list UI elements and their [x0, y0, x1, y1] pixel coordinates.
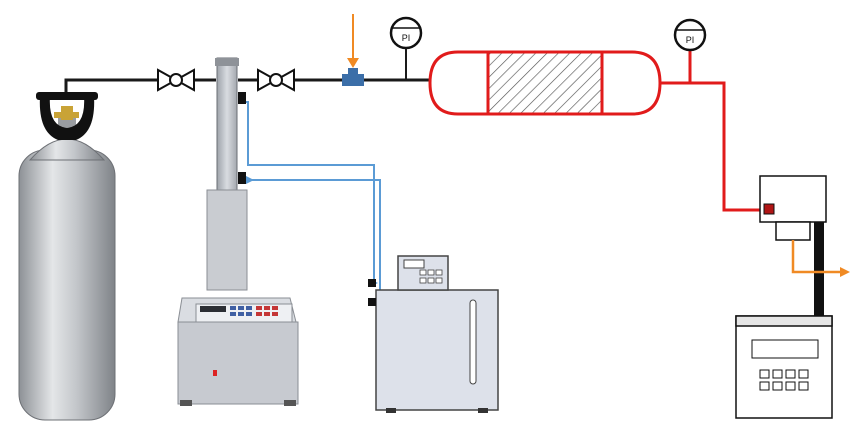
needle-valve-icon — [257, 68, 295, 92]
back-pressure-regulator-icon — [735, 175, 850, 419]
hot-line — [660, 50, 762, 212]
pressure-gauge-icon: PI — [389, 16, 423, 80]
gas-line — [64, 78, 432, 96]
pressure-gauge-icon: PI — [673, 18, 707, 52]
circulating-bath-icon — [368, 255, 499, 413]
gauge-label: PI — [686, 35, 695, 45]
inlet-arrow-icon — [347, 14, 359, 68]
tee-fitting-icon — [342, 68, 364, 86]
gas-cylinder-icon — [18, 92, 116, 421]
gauge-label: PI — [402, 33, 411, 43]
syringe-pump-icon — [177, 57, 299, 406]
needle-valve-icon — [157, 68, 195, 92]
packed-column-vessel-icon — [428, 50, 662, 116]
coolant-line — [244, 101, 381, 303]
